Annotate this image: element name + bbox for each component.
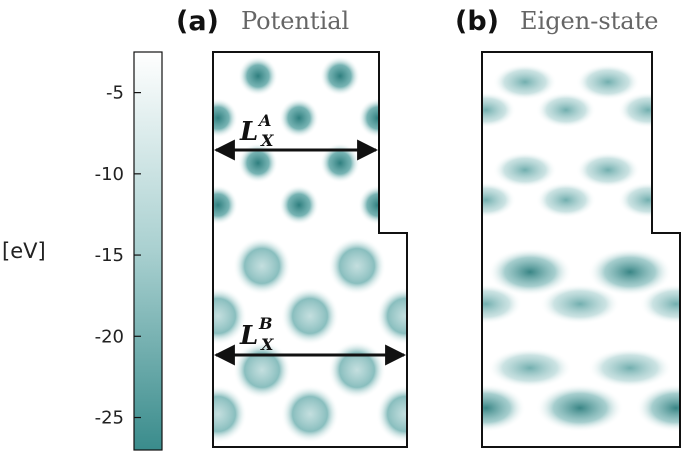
svg-text:X: X (260, 335, 274, 354)
colorbar-tick-label: -5 (106, 83, 124, 104)
colorbar-tick-label: -10 (95, 164, 124, 185)
eigenstate-band-4 (482, 348, 680, 432)
svg-text:L: L (239, 117, 258, 147)
panel-a-letter: (a) (176, 6, 219, 37)
colorbar-tick-label: -15 (95, 245, 124, 266)
colorbar-tick-label: -20 (95, 326, 124, 347)
colorbar: -5 -10 -15 -20 -25 [eV] (2, 51, 163, 451)
svg-text:B: B (258, 314, 273, 333)
panel-a-title: Potential (241, 7, 349, 35)
panel-b-title: Eigen-state (520, 7, 658, 35)
eigenstate-band-3 (482, 248, 680, 324)
svg-text:A: A (257, 111, 271, 130)
panel-b-letter: (b) (455, 6, 499, 37)
panel-a-outline (212, 51, 408, 448)
colorbar-ticks: -5 -10 -15 -20 -25 (95, 83, 141, 429)
eigenstate-map (482, 52, 680, 447)
colorbar-unit-label: [eV] (2, 239, 46, 263)
width-label-b: L B X (239, 314, 274, 354)
panel-b-outline (481, 51, 681, 448)
potential-map (213, 52, 407, 447)
svg-text:L: L (239, 321, 258, 351)
colorbar-tick-label: -25 (95, 408, 124, 429)
width-label-a: L A X (239, 111, 274, 150)
svg-text:X: X (260, 131, 274, 150)
colorbar-gradient (133, 51, 163, 451)
